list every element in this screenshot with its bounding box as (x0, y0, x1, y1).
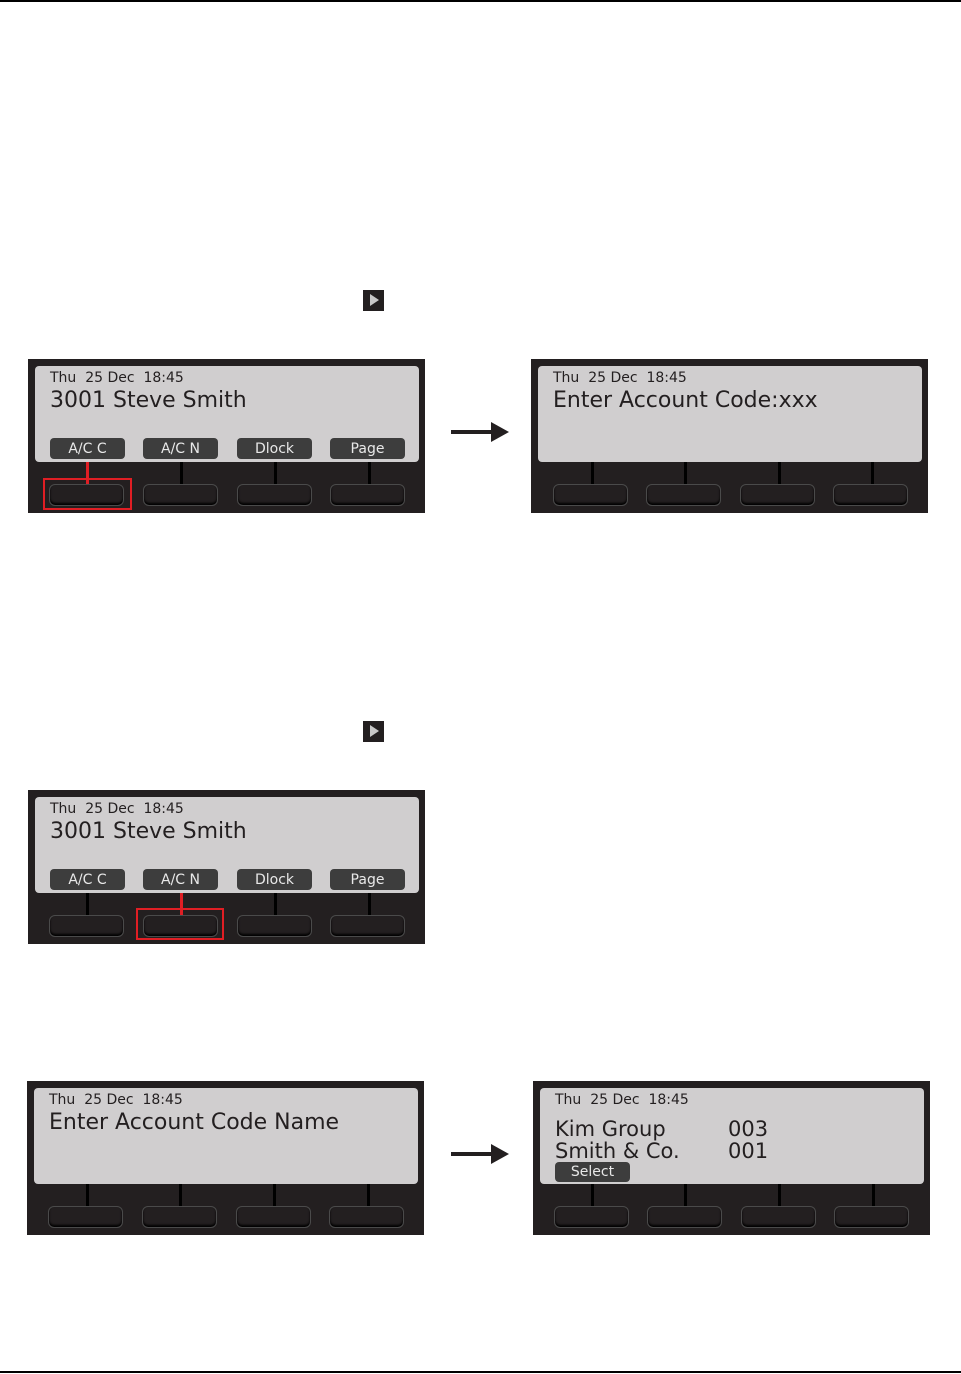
phone-display-enter-code: Thu 25 Dec 18:45 Enter Account Code:xxx (531, 359, 928, 513)
softkey-label-select: Select (555, 1162, 630, 1182)
softkey-stub (778, 462, 781, 484)
softkey-stub (274, 462, 277, 484)
softkey-button-3[interactable] (236, 1206, 311, 1228)
softkey-button-3[interactable] (237, 484, 312, 506)
lcd-screen: Thu 25 Dec 18:45 3001 Steve Smith A/C C … (35, 366, 419, 462)
softkey-button-3[interactable] (740, 484, 815, 506)
softkey-button-4[interactable] (329, 1206, 404, 1228)
play-icon (363, 721, 384, 742)
softkey-button-3[interactable] (741, 1206, 816, 1228)
softkey-stub (591, 1184, 594, 1206)
softkey-button-1[interactable] (48, 1206, 123, 1228)
softkey-stub (872, 1184, 875, 1206)
account-name: Smith & Co. (555, 1139, 680, 1163)
softkey-button-2[interactable] (646, 484, 721, 506)
arrow-right-icon (451, 1144, 509, 1164)
softkey-button-2[interactable] (143, 484, 218, 506)
softkey-button-2[interactable] (647, 1206, 722, 1228)
account-code: 003 (728, 1118, 768, 1140)
softkey-stub (274, 893, 277, 915)
lcd-screen: Thu 25 Dec 18:45 3001 Steve Smith A/C C … (35, 797, 419, 893)
softkey-stub (591, 462, 594, 484)
lcd-screen: Thu 25 Dec 18:45 Kim Group 003 Smith & C… (540, 1088, 924, 1184)
softkey-button-2[interactable] (142, 1206, 217, 1228)
bottom-rule (0, 1371, 961, 1373)
softkey-label-dlock: Dlock (237, 438, 312, 459)
date-time: Thu 25 Dec 18:45 (553, 370, 687, 386)
softkey-button-1[interactable] (553, 484, 628, 506)
lcd-screen: Thu 25 Dec 18:45 Enter Account Code Name (34, 1088, 418, 1184)
phone-display-idle: Thu 25 Dec 18:45 3001 Steve Smith A/C C … (28, 359, 425, 513)
account-row[interactable]: Smith & Co. 001 (555, 1140, 680, 1162)
phone-display-idle-2: Thu 25 Dec 18:45 3001 Steve Smith A/C C … (28, 790, 425, 944)
softkey-label-dlock: Dlock (237, 869, 312, 890)
softkey-label-acc: A/C C (50, 438, 125, 459)
softkey-stub (368, 893, 371, 915)
date-time: Thu 25 Dec 18:45 (555, 1092, 689, 1108)
softkey-stub (179, 1184, 182, 1206)
softkey-label-page: Page (330, 438, 405, 459)
softkey-button-4[interactable] (330, 915, 405, 937)
account-row[interactable]: Kim Group 003 (555, 1118, 666, 1140)
phone-display-enter-name: Thu 25 Dec 18:45 Enter Account Code Name (27, 1081, 424, 1235)
softkey-stub (368, 462, 371, 484)
arrow-right-icon (451, 422, 509, 442)
softkey-stub (86, 1184, 89, 1206)
softkey-stub (871, 462, 874, 484)
date-time: Thu 25 Dec 18:45 (50, 801, 184, 817)
softkey-stub (684, 462, 687, 484)
highlight-box (43, 478, 132, 510)
phone-display-results: Thu 25 Dec 18:45 Kim Group 003 Smith & C… (533, 1081, 930, 1235)
softkey-label-acn: A/C N (143, 438, 218, 459)
softkey-stub (367, 1184, 370, 1206)
play-icon (363, 290, 384, 311)
softkey-stub (778, 1184, 781, 1206)
softkey-stub (86, 893, 89, 915)
softkey-label-page: Page (330, 869, 405, 890)
softkey-stub (180, 462, 183, 484)
date-time: Thu 25 Dec 18:45 (50, 370, 184, 386)
account-code: 001 (728, 1140, 768, 1162)
lcd-screen: Thu 25 Dec 18:45 Enter Account Code:xxx (538, 366, 922, 462)
softkey-button-1[interactable] (49, 915, 124, 937)
date-time: Thu 25 Dec 18:45 (49, 1092, 183, 1108)
softkey-stub (273, 1184, 276, 1206)
softkey-button-4[interactable] (330, 484, 405, 506)
softkey-button-3[interactable] (237, 915, 312, 937)
softkey-stub (684, 1184, 687, 1206)
display-line: Enter Account Code:xxx (553, 388, 818, 413)
display-line: Enter Account Code Name (49, 1110, 339, 1135)
softkey-button-4[interactable] (834, 1206, 909, 1228)
softkey-button-1[interactable] (554, 1206, 629, 1228)
highlight-box (136, 908, 224, 940)
display-line: 3001 Steve Smith (50, 819, 247, 844)
softkey-label-acc: A/C C (50, 869, 125, 890)
softkey-label-acn: A/C N (143, 869, 218, 890)
softkey-button-4[interactable] (833, 484, 908, 506)
account-name: Kim Group (555, 1117, 666, 1141)
display-line: 3001 Steve Smith (50, 388, 247, 413)
top-rule (0, 0, 961, 2)
